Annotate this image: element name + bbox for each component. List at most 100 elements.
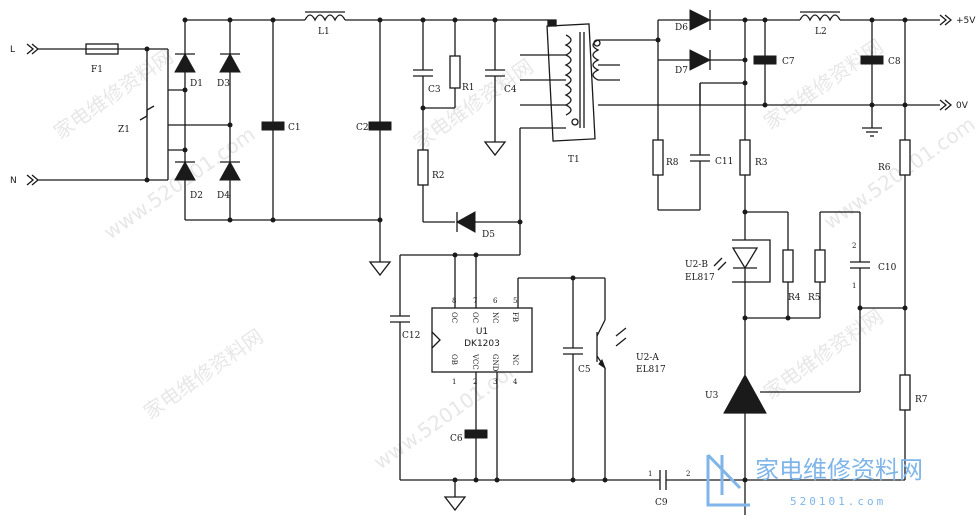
diode-d2 <box>174 160 196 181</box>
c9-pin1: 1 <box>648 470 652 478</box>
opto-led-u2b <box>731 247 759 270</box>
c1-label: C1 <box>288 123 301 133</box>
u2b-ref: U2-B <box>685 260 708 270</box>
diode-d3 <box>219 52 241 73</box>
c10-pin1: 1 <box>852 282 856 290</box>
ic-pin-name-oc1: OC <box>450 312 458 323</box>
capacitor-c1 <box>261 121 285 131</box>
u2b-part: EL817 <box>685 273 715 283</box>
watermark-layer: 家电维修资料网 www.520101.com 家电维修资料网 www.52010… <box>49 34 979 474</box>
varistor-z1 <box>139 105 155 121</box>
c10-label: C10 <box>878 263 897 273</box>
ic-pin-name-nc1: NC <box>491 312 499 323</box>
capacitor-c6 <box>464 429 488 439</box>
f1-label: F1 <box>91 65 103 75</box>
terminal-5v-arrow <box>939 14 953 26</box>
diode-d1 <box>174 52 196 73</box>
terminal-l-arrow <box>26 43 40 55</box>
watermark-text: 家电维修资料网 <box>139 324 267 424</box>
ic-part: DK1203 <box>464 339 500 349</box>
u2a-part: EL817 <box>636 365 666 375</box>
c9-pin2: 2 <box>686 470 690 478</box>
site-logo: 家电维修资料网 520101.com <box>706 453 923 508</box>
inductor-l2 <box>799 14 841 22</box>
watermark-text: 家电维修资料网 <box>759 34 887 134</box>
d1-label: D1 <box>190 79 203 89</box>
ic-pin-num-7: 7 <box>473 297 477 305</box>
secondary-section: D6 D7 C7 L2 C8 +5V <box>652 9 976 515</box>
snubber-section: C3 R1 R2 D5 C4 <box>413 17 520 240</box>
ic-pin-num-4: 4 <box>513 378 518 386</box>
resistor-r6 <box>899 139 911 176</box>
ic-pin-name-ob: OB <box>450 354 458 365</box>
ic-u1 <box>431 307 533 373</box>
terminal-0v-arrow <box>939 99 953 111</box>
d2-label: D2 <box>190 191 203 201</box>
watermark-text: 家电维修资料网 <box>49 44 177 144</box>
resistor-r7 <box>899 374 911 411</box>
logo-mark-icon <box>706 453 750 507</box>
ic-pin-num-5: 5 <box>513 297 517 305</box>
terminal-5v-label: +5V <box>956 16 976 26</box>
opto-transistor-u2a <box>598 358 607 370</box>
watermark-url: www.520101.com <box>819 112 979 234</box>
transformer-t1: T1 <box>517 19 700 255</box>
r3-label: R3 <box>755 158 768 168</box>
c11-label: C11 <box>715 157 733 167</box>
ic-pin-num-3: 3 <box>493 378 497 386</box>
diode-d6 <box>689 9 712 31</box>
r1-label: R1 <box>462 83 475 93</box>
c3-label: C3 <box>428 85 441 95</box>
regulator-u3 <box>723 373 767 414</box>
l2-label: L2 <box>815 27 827 37</box>
u3-label: U3 <box>705 391 719 401</box>
control-section: C12 U1 DK1203 8 7 6 5 OC OC NC FB OB VCC… <box>390 252 745 512</box>
resistor-r4 <box>782 249 794 283</box>
watermark-url: www.520101.com <box>99 122 259 244</box>
inductor-l1 <box>304 14 346 22</box>
ic-pin-num-1: 1 <box>452 378 456 386</box>
d3-label: D3 <box>217 79 230 89</box>
c8-label: C8 <box>888 57 901 67</box>
logo-sub: 520101.com <box>790 495 886 508</box>
c7-label: C7 <box>782 57 795 67</box>
c12-label: C12 <box>402 331 420 341</box>
resistor-r3 <box>739 139 751 176</box>
ic-pin-name-oc2: OC <box>471 312 479 323</box>
c2-label: C2 <box>356 123 369 133</box>
ground-c4-icon <box>483 141 507 157</box>
capacitor-c7 <box>753 55 777 65</box>
resistor-r2 <box>417 149 429 186</box>
capacitor-c2 <box>368 121 392 131</box>
r4-label: R4 <box>788 293 801 303</box>
resistor-r1 <box>449 55 461 89</box>
d4-label: D4 <box>217 191 230 201</box>
ic-pin-num-8: 8 <box>452 297 456 305</box>
terminal-0v-label: 0V <box>956 101 969 111</box>
r7-label: R7 <box>915 395 928 405</box>
resistor-r8 <box>652 139 664 176</box>
terminal-l-label: L <box>10 45 15 55</box>
terminal-n-arrow <box>26 174 40 186</box>
r6-label: R6 <box>878 163 891 173</box>
c6-label: C6 <box>450 434 463 444</box>
ic-pin-name-gnd: GND <box>491 354 499 372</box>
ic-pin-num-6: 6 <box>493 297 498 305</box>
c4-label: C4 <box>504 85 517 95</box>
input-section: L F1 N Z1 D1 D2 D3 <box>10 11 548 277</box>
u2a-ref: U2-A <box>636 353 659 363</box>
diode-d4 <box>219 160 241 181</box>
watermark-text: 家电维修资料网 <box>409 54 537 154</box>
c5-label: C5 <box>578 365 591 375</box>
z1-label: Z1 <box>118 125 130 135</box>
d5-label: D5 <box>482 230 495 240</box>
r2-label: R2 <box>432 171 445 181</box>
r5-label: R5 <box>808 293 821 303</box>
d7-label: D7 <box>675 66 688 76</box>
ic-pin-name-fb: FB <box>511 312 519 322</box>
c10-pin2: 2 <box>852 242 856 250</box>
ground-primary-icon <box>368 261 392 277</box>
diode-d5 <box>455 211 476 233</box>
t1-label: T1 <box>568 155 580 165</box>
c9-label: C9 <box>655 498 668 508</box>
